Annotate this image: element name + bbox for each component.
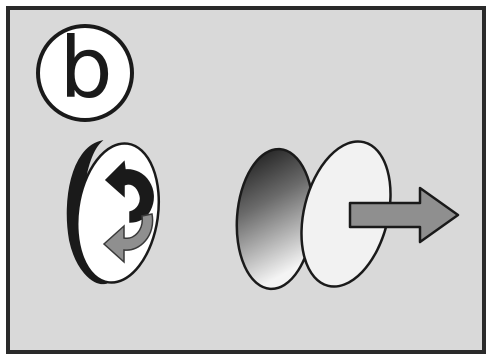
panel-label: b (38, 26, 134, 122)
